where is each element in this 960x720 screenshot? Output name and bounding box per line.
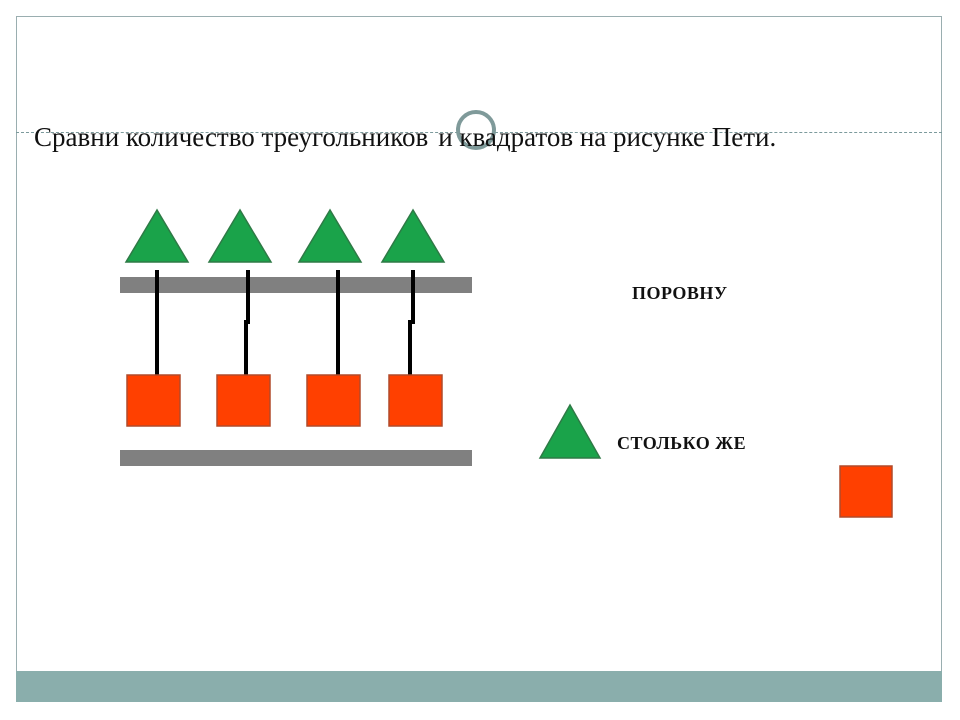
footer-bar [16,671,942,702]
square-shape-4 [388,374,443,427]
triangle-shape-2 [207,208,273,263]
word-same: СТОЛЬКО ЖЕ [617,433,747,453]
square-shape-1 [126,374,181,427]
triangle-shape-1 [124,208,190,263]
task-instruction: Сравни количество треугольников и квадрат… [34,124,776,151]
answer-triangle-shape [538,403,602,459]
square-shape-2 [216,374,271,427]
triangle-shape-3 [297,208,363,263]
top-shelf [120,277,472,293]
instruction-part-1: Сравни количество треугольников [34,122,429,152]
connector-line-4 [408,270,415,376]
instruction-part-2: и квадратов на рисунке Пети. [438,122,777,152]
connector-line-2 [244,270,250,376]
word-equal: ПОРОВНУ [632,283,728,303]
bottom-shelf [120,450,472,466]
answer-square-shape [839,465,893,518]
decorative-ring-icon [456,110,496,150]
triangle-shape-4 [380,208,446,263]
square-shape-3 [306,374,361,427]
